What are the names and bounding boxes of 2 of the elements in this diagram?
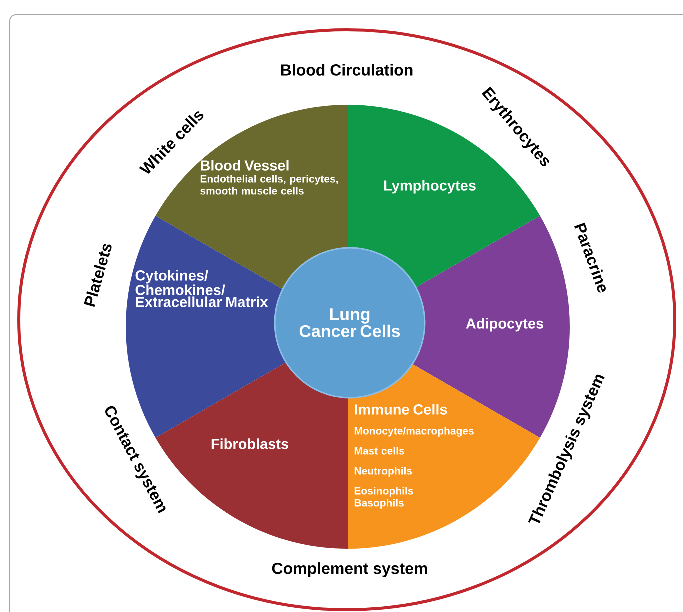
ring-label: Blood Circulation (281, 64, 413, 76)
ring-label: Complement system (272, 562, 428, 578)
